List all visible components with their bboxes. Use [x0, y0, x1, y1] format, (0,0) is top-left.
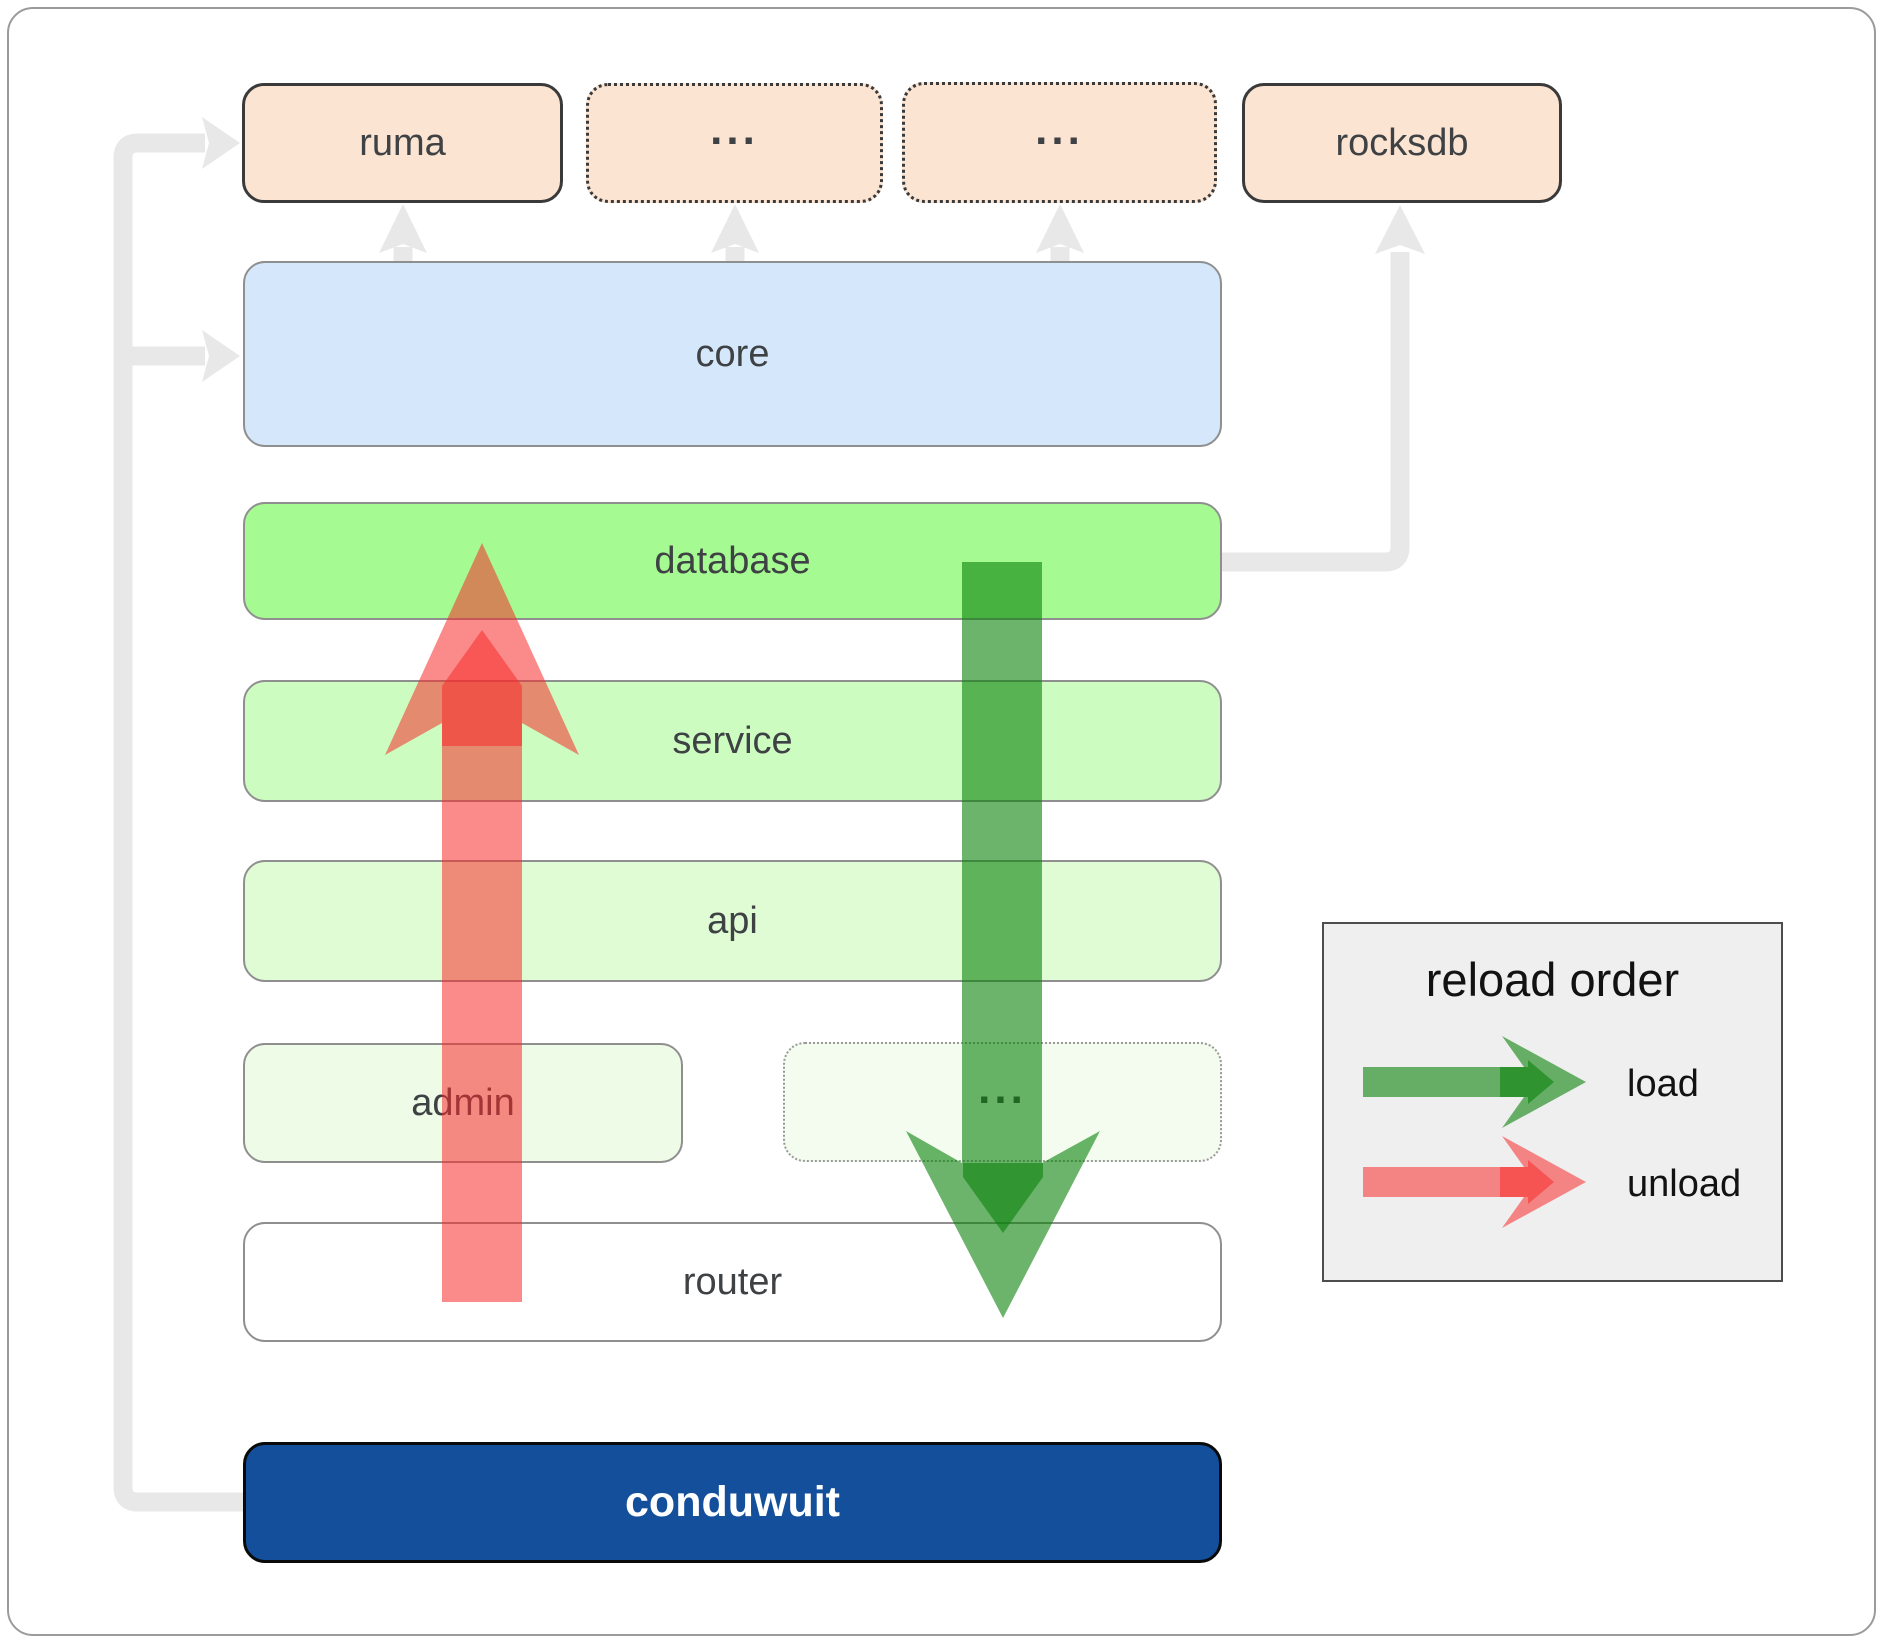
- node-admin-label: admin: [411, 1081, 515, 1124]
- node-more-crates-1: ...: [586, 83, 883, 203]
- node-service: service: [243, 680, 1222, 802]
- node-more-crates-2: ...: [902, 82, 1217, 203]
- diagram-outer-border: [7, 7, 1876, 1636]
- node-more-crates-2-label: ...: [1035, 104, 1084, 154]
- node-database: database: [243, 502, 1222, 620]
- node-rocksdb: rocksdb: [1242, 83, 1562, 203]
- node-service-label: service: [672, 719, 793, 762]
- node-admin-more: ...: [783, 1042, 1222, 1162]
- legend-label-unload: unload: [1627, 1163, 1742, 1205]
- node-conduwuit: conduwuit: [243, 1442, 1222, 1563]
- node-router: router: [243, 1222, 1222, 1342]
- node-router-label: router: [682, 1260, 783, 1303]
- node-more-crates-1-label: ...: [710, 105, 759, 154]
- node-core: core: [243, 261, 1222, 447]
- node-ruma: ruma: [242, 83, 563, 203]
- node-api-label: api: [707, 899, 758, 942]
- legend-label-load: load: [1627, 1063, 1699, 1105]
- node-api: api: [243, 860, 1222, 982]
- node-rocksdb-label: rocksdb: [1335, 121, 1469, 164]
- node-admin-more-label: ...: [978, 1064, 1027, 1113]
- legend-box: reload order load unload: [1322, 922, 1783, 1282]
- node-conduwuit-label: conduwuit: [625, 1478, 840, 1526]
- node-ruma-label: ruma: [359, 121, 446, 164]
- node-admin: admin: [243, 1043, 683, 1163]
- node-database-label: database: [654, 539, 811, 582]
- legend-title: reload order: [1425, 953, 1680, 1006]
- node-core-label: core: [695, 332, 770, 375]
